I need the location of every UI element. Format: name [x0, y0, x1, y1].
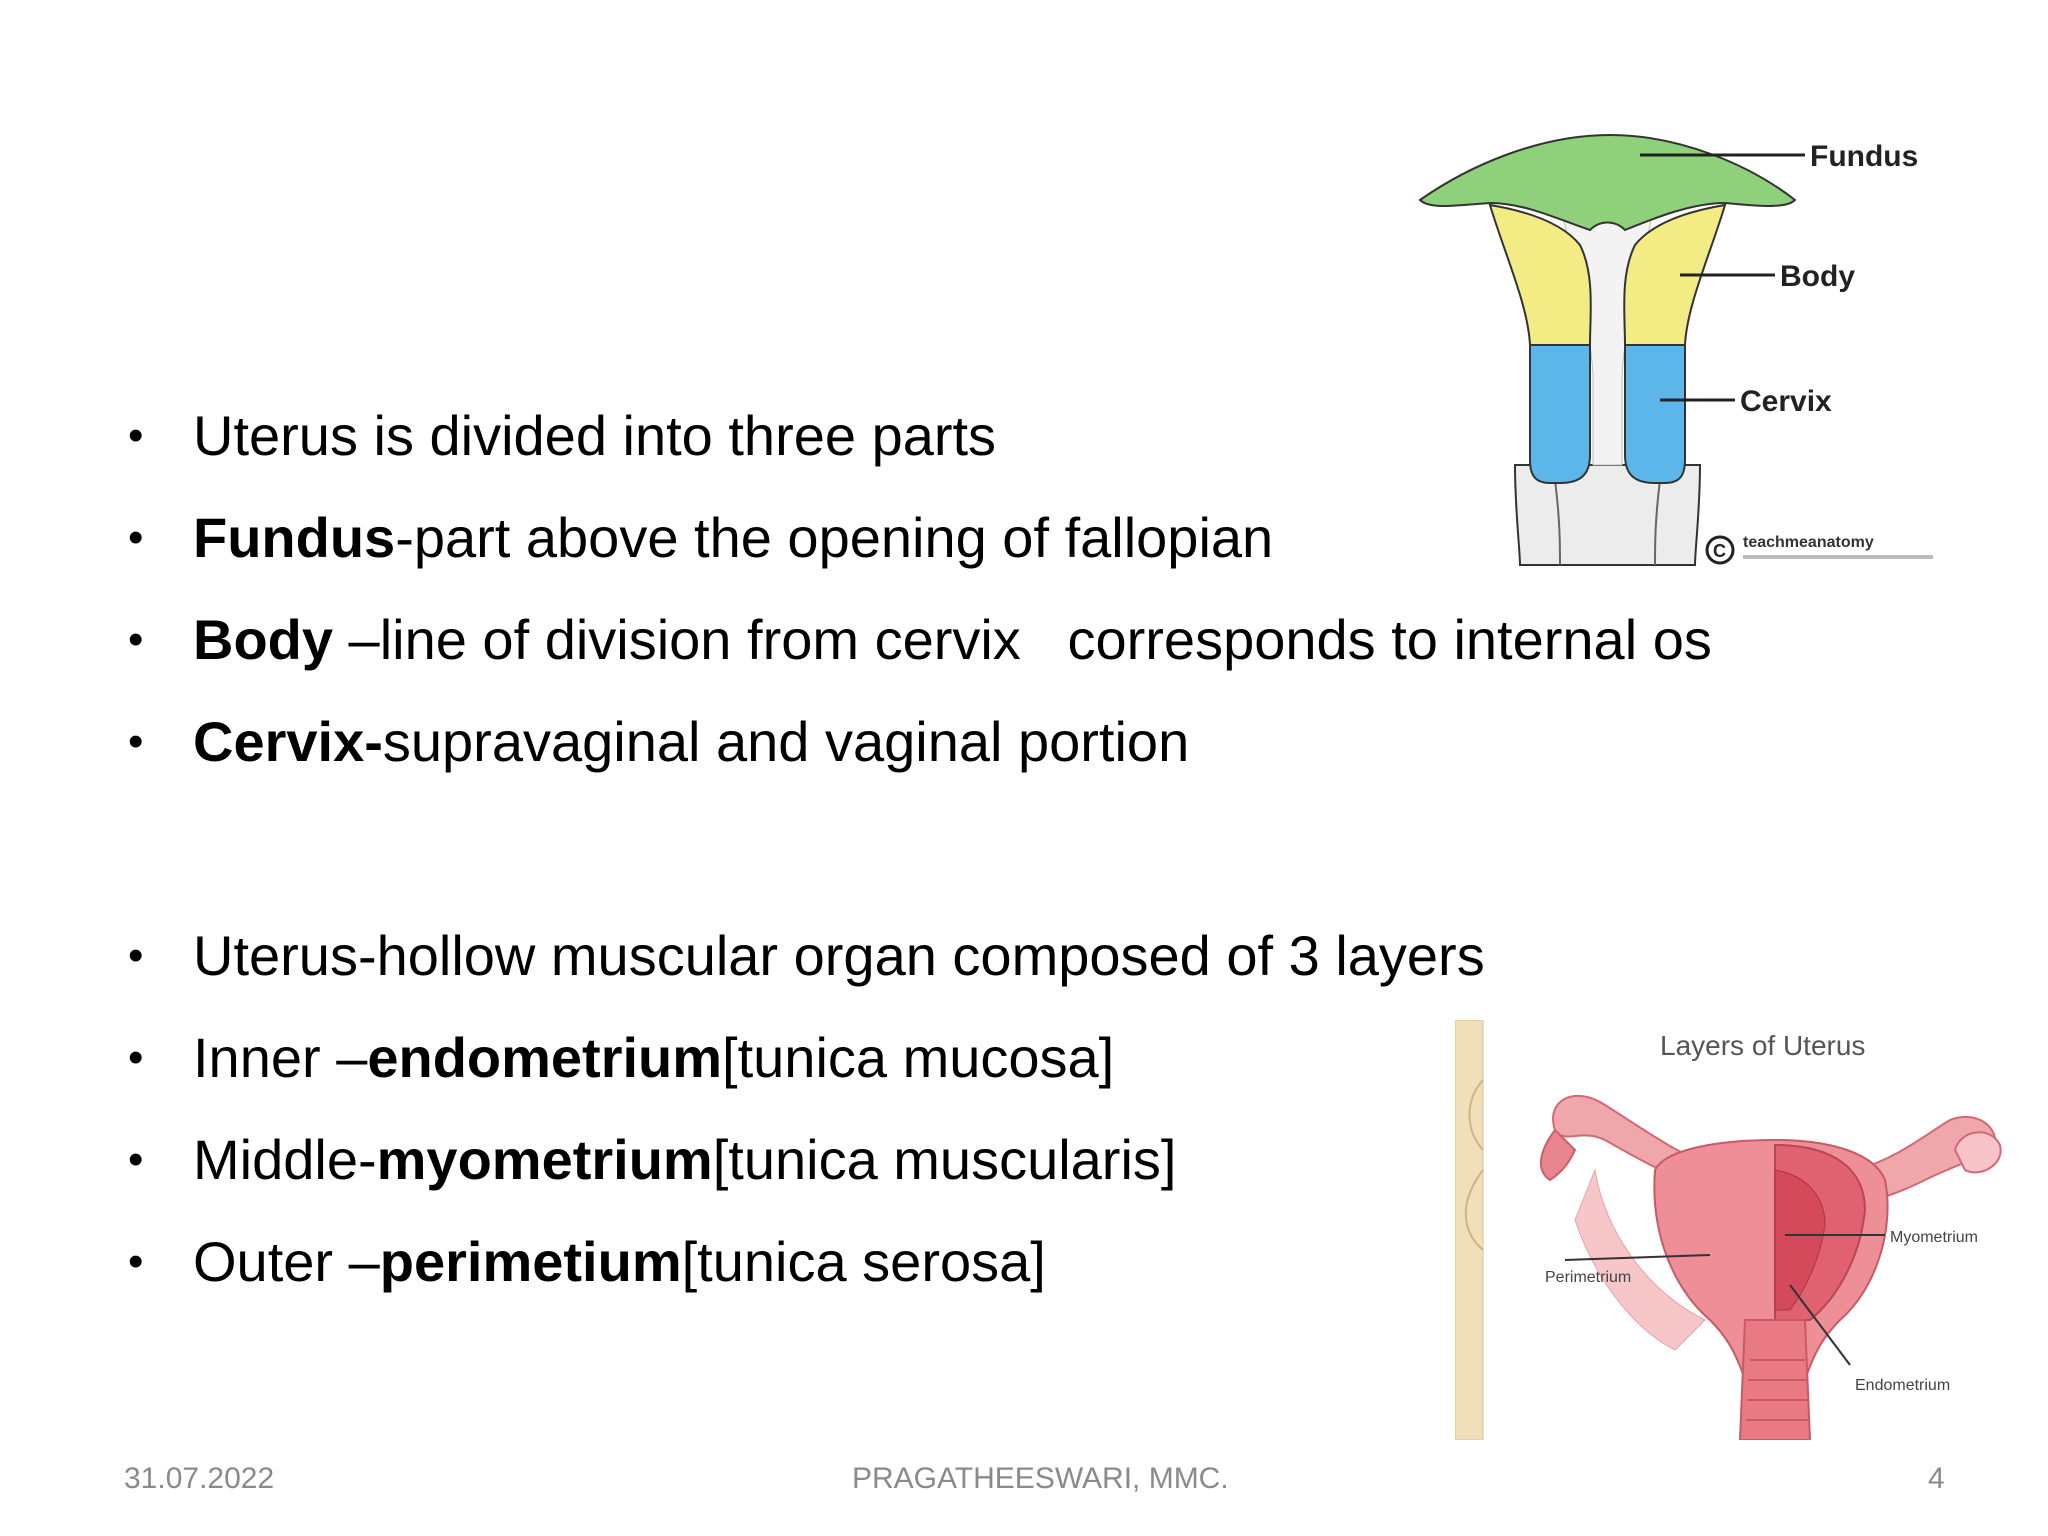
myometrium-label: Myometrium — [1890, 1229, 1978, 1246]
bullet-list-layers: •Uterus-hollow muscular organ composed o… — [120, 905, 1485, 1313]
fundus-region — [1418, 133, 1797, 232]
copyright-icon — [1705, 535, 1735, 565]
bullet-dot: • — [128, 513, 144, 562]
endometrium-layer — [1774, 1169, 1826, 1311]
vaginal-rugae — [1746, 1359, 1809, 1421]
uterus-layers-illustration: Layers of Uterus Myometrium Perimetrium … — [1455, 1020, 2015, 1440]
footer-author: PRAGATHEESWARI, MMC. — [852, 1462, 1229, 1495]
cervix-region — [1529, 344, 1591, 484]
footer-page-number: 4 — [1928, 1462, 1945, 1495]
body-region — [1488, 203, 1592, 346]
cervix-label: Cervix — [1740, 385, 1832, 418]
bullet-item: •Inner –endometrium[tunica mucosa] — [120, 1007, 1485, 1109]
fundus-label: Fundus — [1810, 140, 1918, 173]
body-label: Body — [1780, 260, 1855, 293]
bullet-dot: • — [128, 1135, 144, 1184]
inner-canal-lower — [1554, 479, 1661, 566]
cervix-region-right — [1624, 344, 1686, 484]
bullet-item: •Middle-myometrium[tunica muscularis] — [120, 1109, 1485, 1211]
body-region-right — [1623, 203, 1727, 346]
bullet-list-parts: •Uterus is divided into three parts •Fun… — [120, 385, 1712, 793]
bullet-item: •Body –line of division from cervix corr… — [120, 589, 1712, 691]
broad-ligament — [1574, 1168, 1706, 1351]
bullet-dot: • — [128, 931, 144, 980]
right-ovary — [1953, 1131, 2002, 1174]
endometrium-leader — [1789, 1284, 1851, 1366]
bullet-dot: • — [128, 1033, 144, 1082]
bullet-item: •Uterus-hollow muscular organ composed o… — [120, 905, 1485, 1007]
bullet-item: •Fundus-part above the opening of fallop… — [120, 487, 1712, 589]
strip-arc — [1464, 1079, 1484, 1251]
layers-title: Layers of Uterus — [1660, 1030, 1865, 1061]
copyright-glyph: C — [1713, 541, 1726, 561]
footer-date: 31.07.2022 — [124, 1462, 275, 1495]
watermark-subline — [1743, 555, 1933, 559]
watermark-label: teachmeanatomy — [1743, 534, 1874, 551]
bullet-dot: • — [128, 717, 144, 766]
left-fimbriae — [1540, 1128, 1577, 1182]
perimetrium-label: Perimetrium — [1545, 1269, 1631, 1286]
vagina-outline — [1513, 464, 1702, 566]
bullet-dot: • — [128, 411, 144, 460]
endometrium-label: Endometrium — [1855, 1377, 1950, 1394]
bullet-item: •Outer –perimetium[tunica serosa] — [120, 1211, 1485, 1313]
bullet-dot: • — [128, 615, 144, 664]
bullet-item: •Uterus is divided into three parts — [120, 385, 1712, 487]
uterus-parts-diagram: Fundus Body Cervix C teachmeanatomy — [1418, 133, 1933, 566]
bullet-item: •Cervix-supravaginal and vaginal portion — [120, 691, 1712, 793]
bullet-dot: • — [128, 1237, 144, 1286]
perimetrium-leader — [1564, 1254, 1711, 1261]
